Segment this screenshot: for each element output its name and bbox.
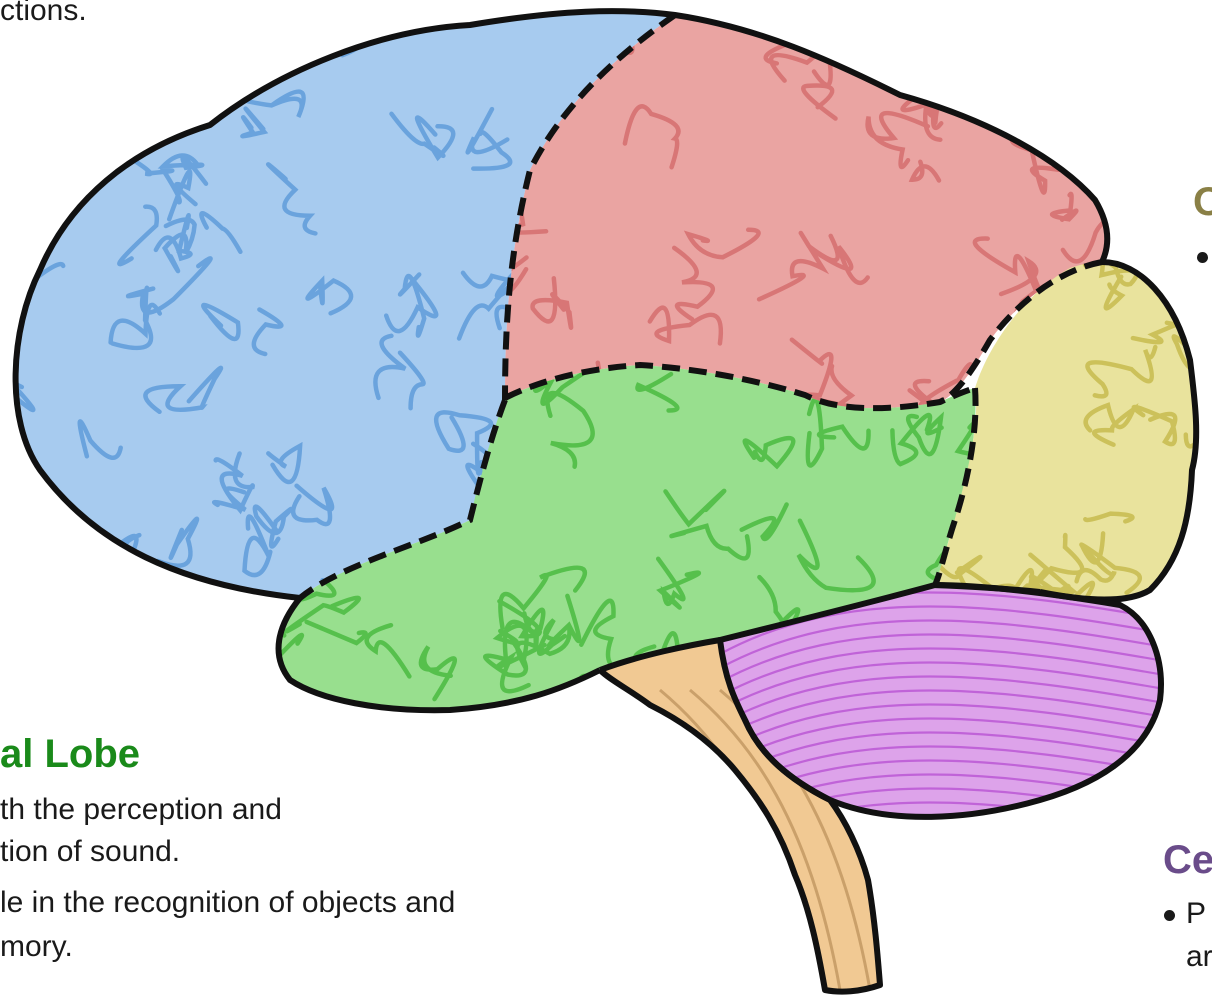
temporal-line-3: le in the recognition of objects and [0, 886, 455, 920]
gyrus-fold [0, 106, 45, 142]
gyrus-fold [165, 34, 198, 99]
gyrus-fold [105, 0, 142, 82]
cerebellum-line-1: P [1186, 897, 1206, 931]
occipital-heading-fragment: O [1193, 180, 1212, 224]
gyrus-fold [105, 91, 155, 133]
gyrus-fold [145, 28, 198, 81]
occipital-bullet-dot [1197, 252, 1208, 263]
gyrus-fold [98, 119, 142, 136]
top-text-fragment: ctions. [0, 0, 87, 28]
gyrus-fold [114, 98, 143, 128]
gyrus-fold [931, 27, 969, 96]
gyrus-fold [825, 30, 873, 65]
temporal-line-2: tion of sound. [0, 835, 180, 869]
temporal-lobe-heading: al Lobe [0, 732, 140, 776]
cerebellum-heading: Ce [1163, 838, 1212, 882]
gyrus-fold [47, 83, 71, 120]
gyrus-fold [1004, 0, 1077, 21]
temporal-line-1: th the perception and [0, 793, 282, 827]
gyrus-fold [0, 219, 45, 263]
cerebellum-bullet-dot [1164, 910, 1175, 921]
cerebellum-line-2: ar [1186, 940, 1212, 974]
gyrus-fold [961, 60, 998, 103]
temporal-line-4: mory. [0, 930, 73, 964]
